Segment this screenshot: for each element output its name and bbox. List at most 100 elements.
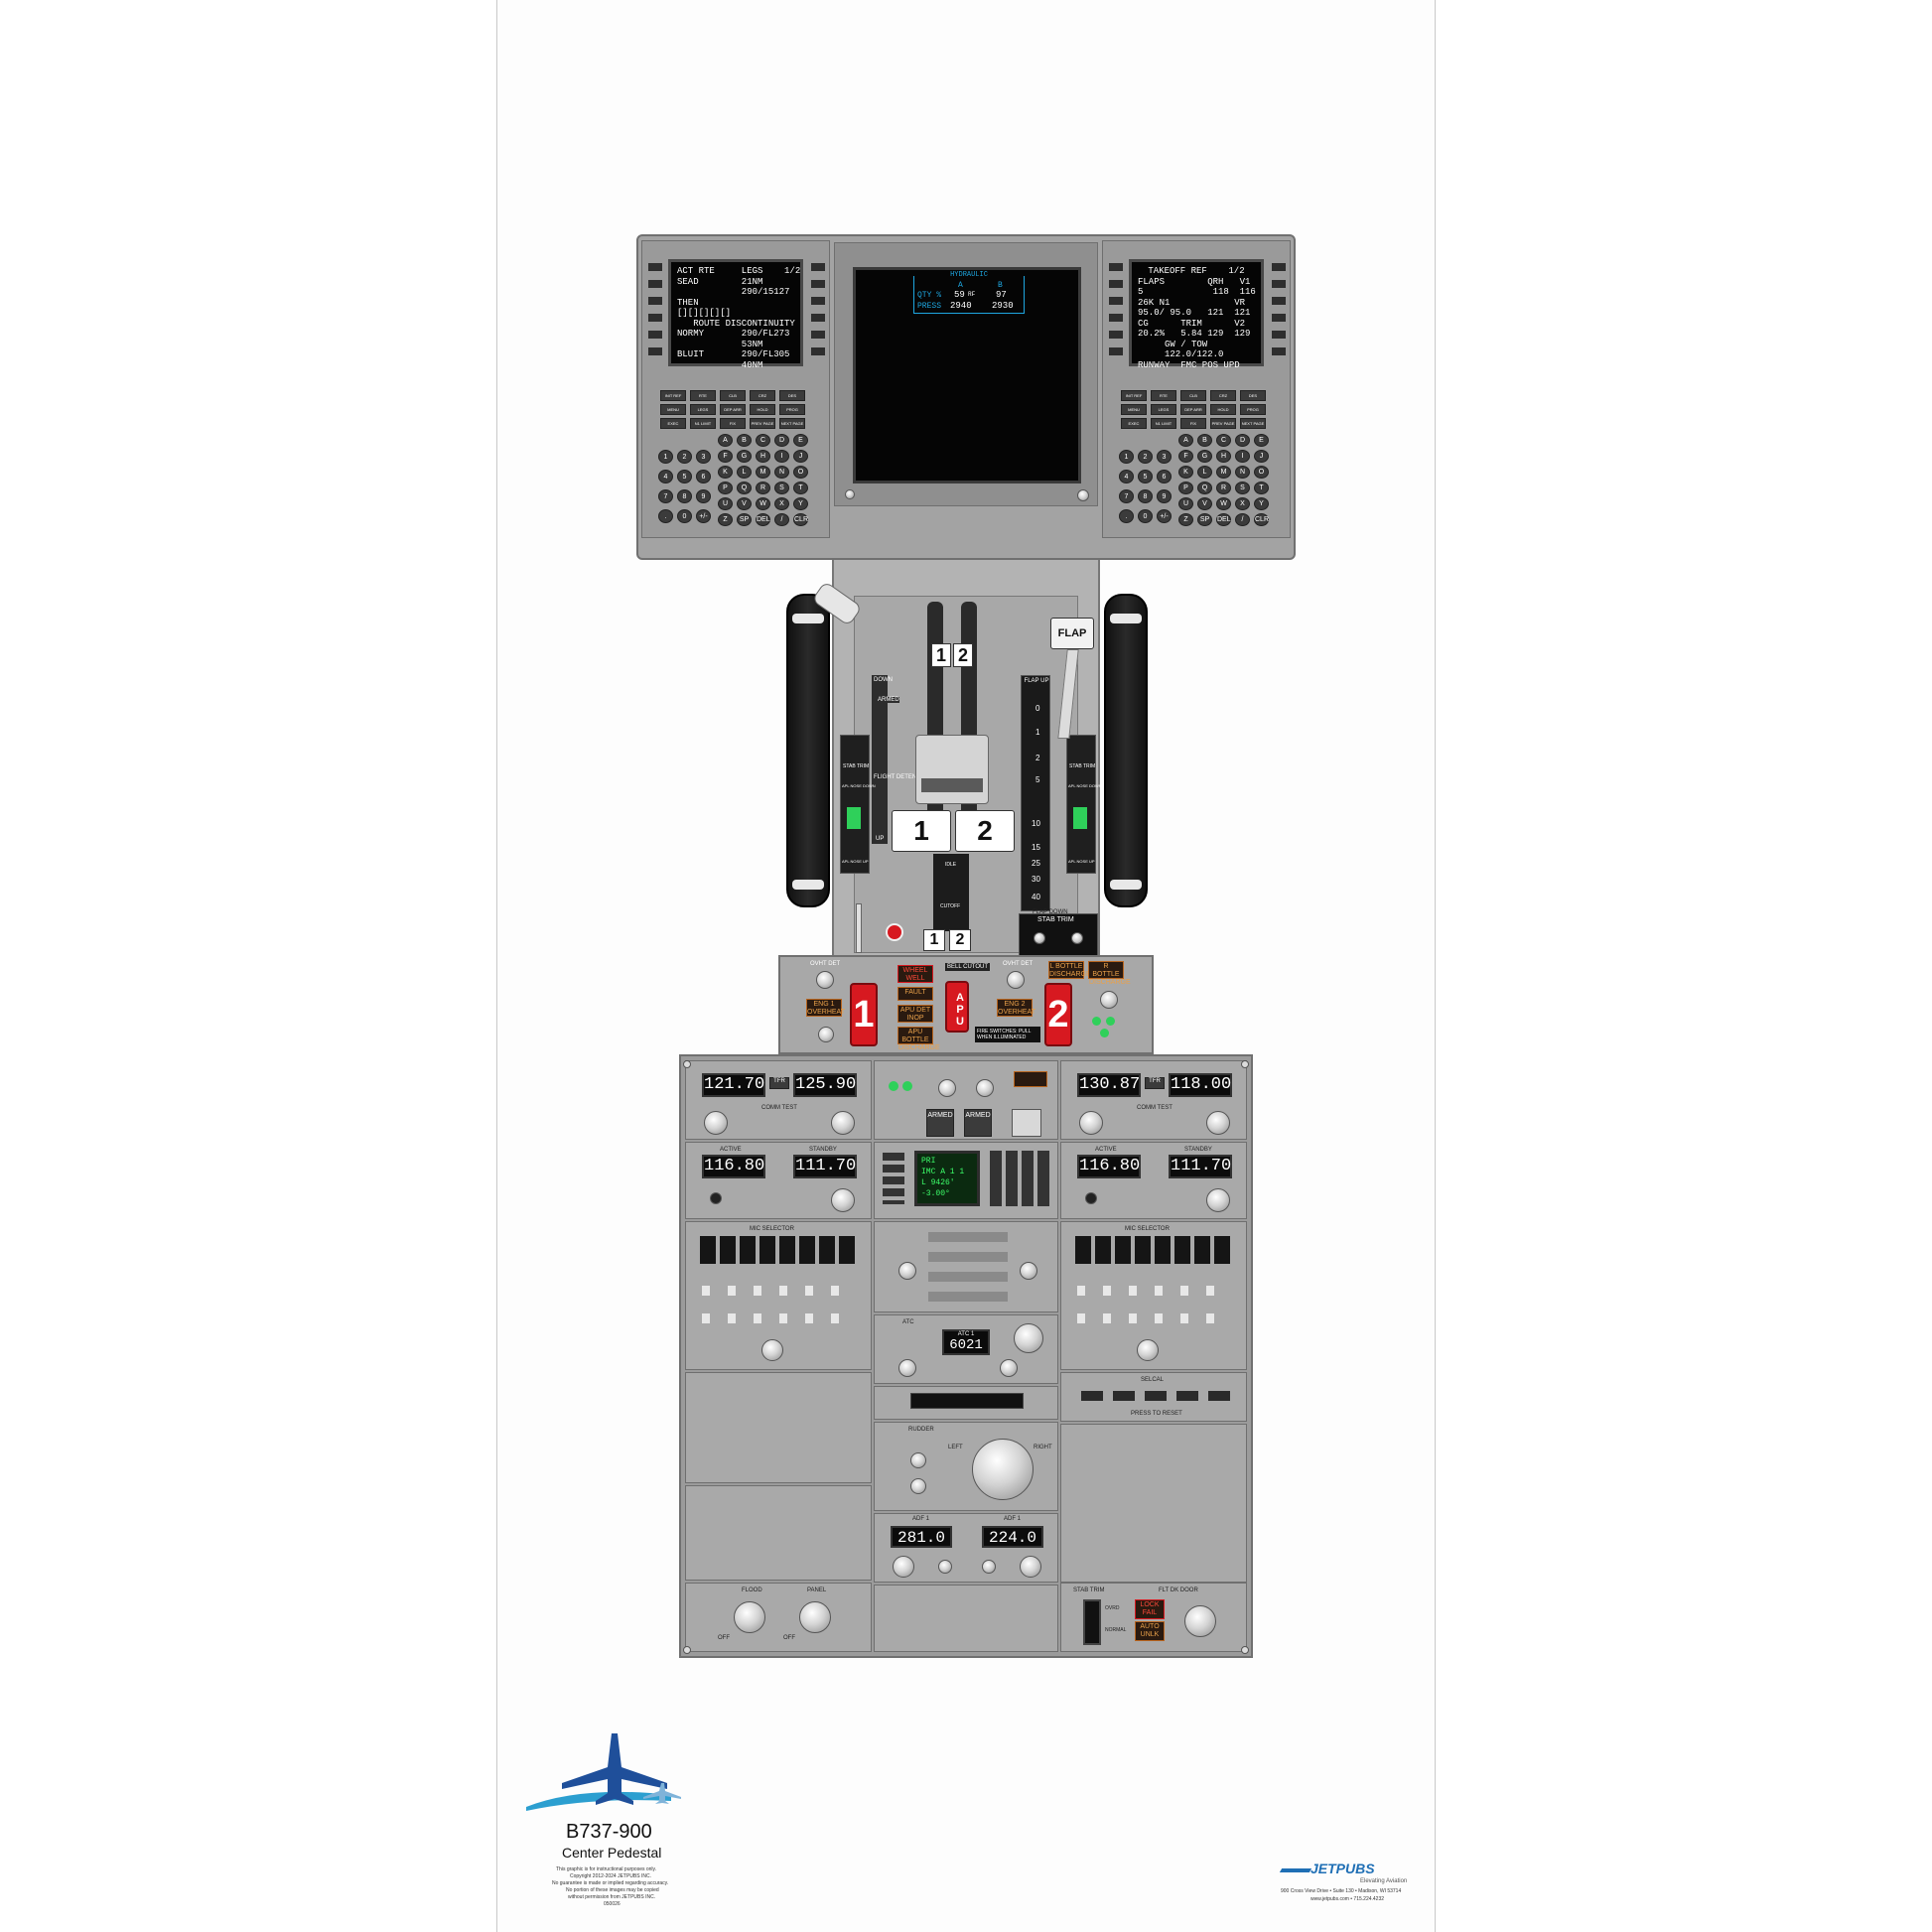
ovht-det-2-switch[interactable] xyxy=(1007,971,1025,989)
cdu-letter-key[interactable]: X xyxy=(774,497,789,510)
thrust-lever-1-knob[interactable]: 1 xyxy=(892,810,951,852)
cdu-letter-key[interactable]: E xyxy=(793,434,808,447)
receiver-volume-row-2[interactable] xyxy=(1077,1313,1232,1323)
cdu-letter-key[interactable]: T xyxy=(793,482,808,494)
cdu-letter-key[interactable]: Z xyxy=(1178,513,1193,526)
vhf2-standby-knob[interactable] xyxy=(1206,1111,1230,1135)
thrust-lever-2-knob[interactable]: 2 xyxy=(955,810,1015,852)
cdu-letter-key[interactable]: E xyxy=(1254,434,1269,447)
cdu-digit-key[interactable]: 9 xyxy=(1157,489,1172,503)
cdu-digit-key[interactable]: +/- xyxy=(1157,509,1172,523)
cdu-function-key[interactable]: HOLD xyxy=(750,404,775,415)
cdu-function-key[interactable]: CRZ xyxy=(750,390,775,401)
cdu-digit-key[interactable]: 6 xyxy=(1157,470,1172,483)
parking-brake-lever[interactable] xyxy=(856,903,862,953)
cdu-letter-key[interactable]: K xyxy=(718,466,733,479)
cdu-digit-key[interactable]: 8 xyxy=(677,489,692,503)
mode-knob-right[interactable] xyxy=(1020,1262,1037,1280)
cdu-letter-key[interactable]: O xyxy=(793,466,808,479)
cdu-letter-key[interactable]: B xyxy=(737,434,752,447)
cdu-digit-key[interactable]: 9 xyxy=(696,489,711,503)
cdu-function-key[interactable]: PROG xyxy=(779,404,805,415)
cdu-function-key[interactable]: DES xyxy=(1240,390,1266,401)
cdu-function-key[interactable]: FIX xyxy=(720,418,746,429)
cdu-letter-key[interactable]: CLR xyxy=(793,513,808,526)
left-acp-selector-knob[interactable] xyxy=(761,1339,783,1361)
cdu-letter-key[interactable]: B xyxy=(1197,434,1212,447)
detector-select-fwd[interactable] xyxy=(938,1079,956,1097)
cdu-function-key[interactable]: HOLD xyxy=(1210,404,1236,415)
cdu-digit-key[interactable]: 1 xyxy=(658,450,673,464)
cdu-function-key[interactable]: N1 LIMIT xyxy=(1151,418,1176,429)
cdu-letter-key[interactable]: C xyxy=(1216,434,1231,447)
cdu-letter-key[interactable]: U xyxy=(1178,497,1193,510)
cdu-letter-key[interactable]: D xyxy=(1235,434,1250,447)
mode-button-grid[interactable] xyxy=(928,1232,1008,1302)
cdu-letter-key[interactable]: H xyxy=(1216,450,1231,463)
stab-trim-override-switch[interactable] xyxy=(1083,1599,1101,1645)
cdu-function-key[interactable]: RTE xyxy=(1151,390,1176,401)
cdu-letter-key[interactable]: J xyxy=(793,450,808,463)
cdu-digit-key[interactable]: 3 xyxy=(1157,450,1172,464)
cdu-letter-key[interactable]: Y xyxy=(1254,497,1269,510)
cdu-letter-key[interactable]: F xyxy=(718,450,733,463)
flight-deck-door-knob[interactable] xyxy=(1184,1605,1216,1637)
vhf1-active-knob[interactable] xyxy=(704,1111,728,1135)
cdu-letter-key[interactable]: Q xyxy=(737,482,752,494)
receiver-volume-row-1[interactable] xyxy=(1077,1286,1232,1296)
cdu-function-key[interactable]: CLB xyxy=(1180,390,1206,401)
du-brightness-knob[interactable] xyxy=(845,489,855,499)
flood-knob[interactable] xyxy=(734,1601,765,1633)
cdu-digit-key[interactable]: 5 xyxy=(677,470,692,483)
cdu-letter-key[interactable]: T xyxy=(1254,482,1269,494)
left-lsk-column[interactable] xyxy=(648,263,662,362)
cdu-function-key[interactable]: NEXT PAGE xyxy=(779,418,805,429)
adf-test-2[interactable] xyxy=(982,1560,996,1574)
cdu-letter-key[interactable]: Y xyxy=(793,497,808,510)
cdu-function-key[interactable]: N1 LIMIT xyxy=(690,418,716,429)
cdu-digit-key[interactable]: 4 xyxy=(658,470,673,483)
cdu-letter-key[interactable]: X xyxy=(1235,497,1250,510)
cdu-letter-key[interactable]: H xyxy=(756,450,770,463)
nav2-tuning-knob[interactable] xyxy=(1206,1188,1230,1212)
cdu-function-key[interactable]: DEP ARR xyxy=(720,404,746,415)
cdu-letter-key[interactable]: R xyxy=(1216,482,1231,494)
nav1-tuning-knob[interactable] xyxy=(831,1188,855,1212)
cdu-letter-key[interactable]: I xyxy=(1235,450,1250,463)
cdu-letter-key[interactable]: V xyxy=(1197,497,1212,510)
nav2-test-button[interactable] xyxy=(1085,1192,1097,1204)
cdu-letter-key[interactable]: CLR xyxy=(1254,513,1269,526)
cdu-digit-key[interactable]: +/- xyxy=(696,509,711,523)
cdu-letter-key[interactable]: I xyxy=(774,450,789,463)
cdu-digit-key[interactable]: 6 xyxy=(696,470,711,483)
selcal-buttons[interactable] xyxy=(1081,1391,1232,1401)
vhf2-active-knob[interactable] xyxy=(1079,1111,1103,1135)
detector-select-aft[interactable] xyxy=(976,1079,994,1097)
cdu-function-key[interactable]: EXEC xyxy=(1121,418,1147,429)
cdu-letter-key[interactable]: D xyxy=(774,434,789,447)
cdu-letter-key[interactable]: A xyxy=(1178,434,1193,447)
main-elec-switch[interactable] xyxy=(1034,932,1045,944)
cdu-function-key[interactable]: FIX xyxy=(1180,418,1206,429)
cdu-function-key[interactable]: CLB xyxy=(720,390,746,401)
cdu-letter-key[interactable]: L xyxy=(1197,466,1212,479)
mic-selector-buttons[interactable] xyxy=(1075,1236,1234,1264)
cdu-digit-key[interactable]: 1 xyxy=(1119,450,1134,464)
cdu-function-key[interactable]: LEGS xyxy=(1151,404,1176,415)
start-lever-2[interactable]: 2 xyxy=(949,929,971,951)
cdu-function-key[interactable]: DEP ARR xyxy=(1180,404,1206,415)
cdu-letter-key[interactable]: P xyxy=(718,482,733,494)
cdu-letter-key[interactable]: DEL xyxy=(756,513,770,526)
cdu-function-key[interactable]: NEXT PAGE xyxy=(1240,418,1266,429)
flap-lever-handle[interactable]: FLAP xyxy=(1050,618,1094,649)
left-stab-trim-wheel[interactable] xyxy=(786,594,830,907)
vhf1-transfer-button[interactable]: TFR xyxy=(769,1077,789,1089)
cdu-letter-key[interactable]: S xyxy=(774,482,789,494)
mmr-keypad[interactable] xyxy=(990,1151,1051,1206)
cdu-letter-key[interactable]: / xyxy=(1235,513,1250,526)
cdu-letter-key[interactable]: A xyxy=(718,434,733,447)
cdu-digit-key[interactable]: . xyxy=(658,509,673,523)
adf2-tuning-knob[interactable] xyxy=(1020,1556,1041,1578)
cdu-letter-key[interactable]: W xyxy=(1216,497,1231,510)
cdu-letter-key[interactable]: L xyxy=(737,466,752,479)
